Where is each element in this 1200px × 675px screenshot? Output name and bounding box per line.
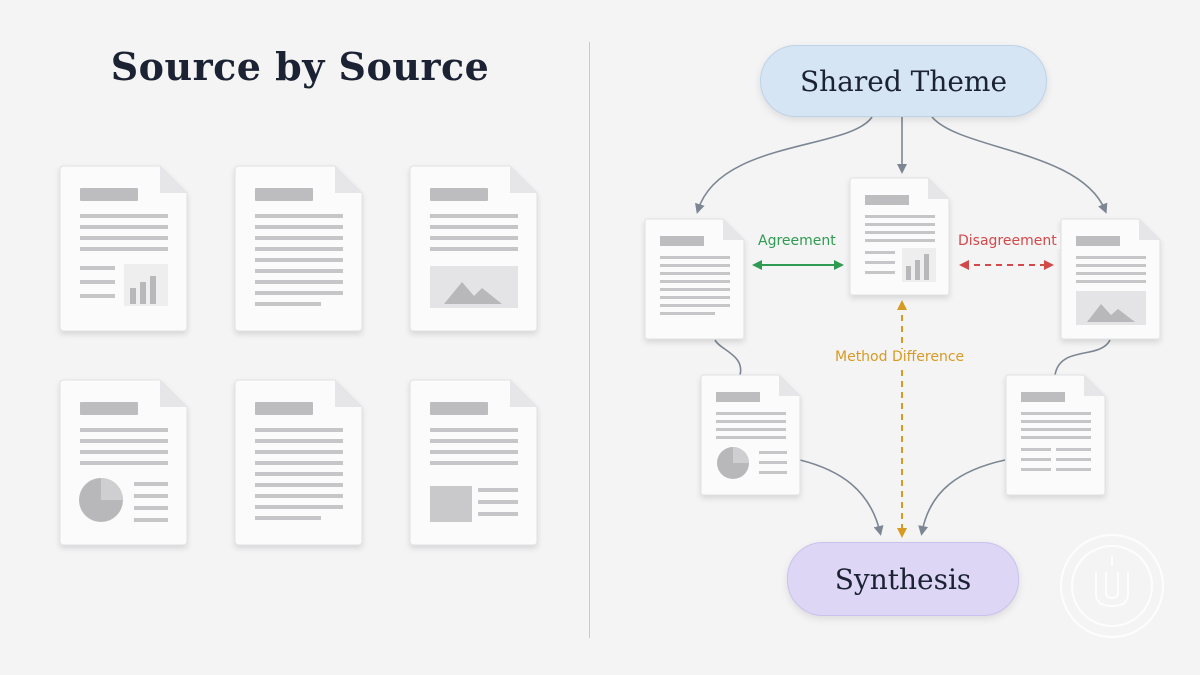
- theme-to-right-arrow: [931, 116, 1108, 214]
- right-to-lower-right-link: [1054, 339, 1111, 376]
- panel-divider: [589, 42, 590, 638]
- synthesis-label: Synthesis: [834, 562, 972, 596]
- source-document-1: [59, 165, 188, 332]
- source-document-4: [59, 379, 188, 546]
- shared-theme-label: Shared Theme: [799, 64, 1008, 98]
- synthesis-node: Synthesis: [787, 542, 1019, 616]
- left-to-lower-left-link: [714, 339, 742, 376]
- left-panel-title: Source by Source: [110, 44, 490, 89]
- method-difference-label: Method Difference: [832, 349, 968, 365]
- theme-document-left: [644, 218, 745, 340]
- source-document-3: [409, 165, 538, 332]
- shared-theme-node: Shared Theme: [760, 45, 1047, 117]
- watermark-logo: [1060, 534, 1164, 638]
- lower-left-to-synthesis-arrow: [799, 459, 884, 536]
- theme-document-right: [1060, 218, 1161, 340]
- source-document-2: [234, 165, 363, 332]
- theme-arrows: [695, 116, 1111, 536]
- theme-to-left-arrow: [695, 116, 873, 214]
- source-document-6: [409, 379, 538, 546]
- theme-document-lower-left: [700, 374, 801, 496]
- theme-document-center: [849, 177, 950, 296]
- agreement-label: Agreement: [755, 233, 839, 249]
- lower-right-to-synthesis-arrow: [918, 459, 1006, 536]
- source-document-5: [234, 379, 363, 546]
- disagreement-label: Disagreement: [955, 233, 1060, 249]
- theme-document-lower-right: [1005, 374, 1106, 496]
